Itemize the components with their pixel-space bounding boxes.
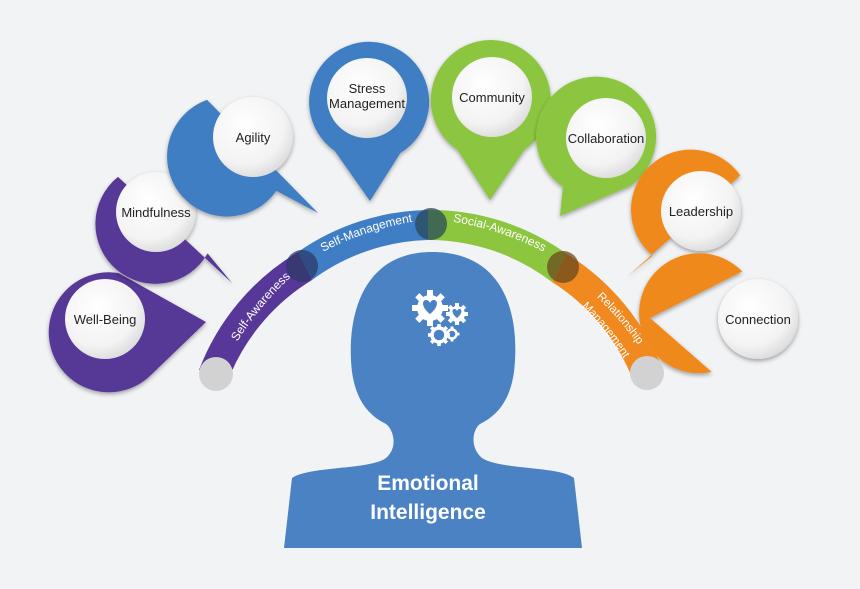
arc-joint-3 — [547, 251, 579, 283]
pin-mindfulness-face — [116, 172, 196, 252]
pin-leadership-face — [661, 171, 741, 251]
arc-segment-self-awareness — [199, 252, 312, 373]
pin-community-label: Community — [459, 90, 525, 105]
arc-segment-relationship-management — [552, 254, 663, 375]
pin-connection: Connection — [639, 253, 798, 374]
center-title-line1: Emotional — [377, 472, 479, 495]
arc-joint-1 — [286, 250, 318, 282]
pin-leadership-label: Leadership — [669, 204, 733, 219]
pin-community: Community — [430, 39, 551, 200]
gear-small-icon — [446, 303, 468, 325]
pin-mindfulness-label: Mindfulness — [121, 205, 191, 220]
pin-mindfulness: Mindfulness — [95, 172, 233, 284]
head-shape — [284, 252, 582, 548]
gear-lower-right-icon — [444, 326, 460, 342]
pin-agility: Agility — [167, 97, 318, 217]
head-silhouette: Emotional Intelligence — [284, 252, 582, 548]
pin-collaboration: Collaboration — [536, 76, 657, 217]
pin-stress-management-label: Stress — [349, 81, 386, 96]
pin-stress-management: Stress Management — [309, 41, 430, 202]
pin-stress-management-face — [327, 58, 407, 138]
arc-cap-left — [199, 357, 233, 391]
center-title-line2: Intelligence — [370, 501, 486, 524]
pin-connection-face — [718, 279, 798, 359]
pin-community-face — [452, 57, 532, 137]
heart-gears-icon — [412, 290, 468, 346]
pin-collaboration-label: Collaboration — [568, 131, 645, 146]
gear-large-icon — [412, 290, 448, 326]
pin-agility-face — [213, 97, 293, 177]
heart-icon — [423, 300, 437, 314]
arc-segment-self-management — [298, 210, 428, 280]
arc-joint-2 — [415, 208, 447, 240]
pin-well-being-label: Well-Being — [74, 312, 137, 327]
pin-collaboration-face — [566, 98, 646, 178]
pin-leadership: Leadership — [627, 149, 741, 277]
arc-cap-right — [630, 356, 664, 390]
pin-connection-shape — [639, 253, 743, 374]
pin-stress-management-line2: Management — [329, 96, 405, 111]
pin-connection-label: Connection — [725, 312, 791, 327]
pin-agility-label: Agility — [236, 130, 271, 145]
pin-well-being-face — [65, 279, 145, 359]
pin-stress-management-label-2: Management — [329, 96, 405, 111]
pin-well-being: Well-Being — [48, 272, 206, 393]
arc-segment-social-awareness — [428, 209, 567, 282]
pin-stress-management-line1: Stress — [349, 81, 386, 96]
